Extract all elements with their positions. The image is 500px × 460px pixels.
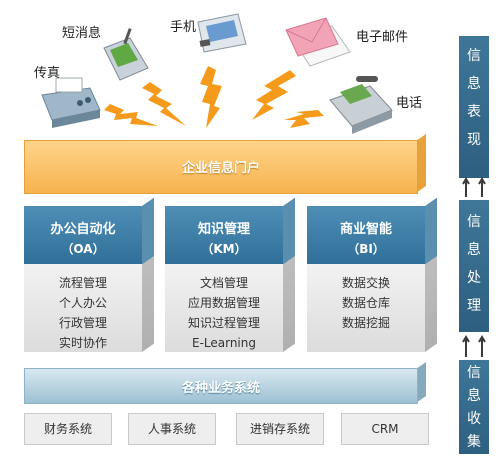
column-char: 信 — [467, 214, 481, 230]
module-abbr: （OA） — [61, 242, 105, 256]
module-item: 应用数据管理 — [187, 296, 260, 310]
pda-icon — [103, 28, 149, 81]
telephone-label: 电话 — [396, 96, 423, 111]
module-side — [142, 197, 154, 352]
module-bi: 商业智能 （BI） 数据交换 数据仓库 数据挖掘 — [307, 197, 437, 352]
arrow-up-icon — [462, 177, 486, 197]
module-header: 办公自动化 （OA） — [24, 206, 142, 264]
enterprise-portal-bar: 企业信息门户 — [24, 140, 418, 194]
module-item: 个人办公 — [58, 296, 107, 310]
portal-label: 企业信息门户 — [181, 161, 260, 176]
system-crm: CRM — [341, 413, 429, 445]
module-item: 文档管理 — [199, 276, 248, 290]
module-item: 数据挖掘 — [341, 316, 390, 330]
sms-label: 短消息 — [62, 26, 102, 41]
fax-label: 传真 — [34, 66, 61, 81]
system-finance: 财务系统 — [24, 413, 112, 445]
column-char: 表 — [467, 104, 481, 120]
module-km: 知识管理 （KM） 文档管理 应用数据管理 知识过程管理 E-Learning — [165, 197, 295, 353]
column-info-processing: 信 息 处 理 — [459, 200, 489, 332]
module-header: 知识管理 （KM） — [165, 206, 283, 264]
system-hr: 人事系统 — [128, 413, 216, 445]
column-info-collection: 信 息 收 集 — [459, 360, 489, 454]
module-header: 商业智能 （BI） — [307, 206, 425, 264]
module-abbr: （BI） — [347, 242, 385, 256]
lightning-bolts — [104, 66, 324, 128]
module-body — [165, 264, 283, 352]
module-item: E-Learning — [191, 336, 256, 350]
fax-machine-icon — [41, 77, 101, 128]
column-char: 处 — [467, 270, 481, 286]
module-items: 流程管理 个人办公 行政管理 实时协作 — [24, 273, 142, 353]
module-title: 商业智能 — [339, 222, 392, 237]
module-oa: 办公自动化 （OA） 流程管理 个人办公 行政管理 实时协作 — [24, 197, 154, 353]
module-item: 实时协作 — [58, 336, 107, 350]
business-systems-bar: 各种业务系统 — [24, 368, 418, 404]
column-char: 信 — [467, 48, 481, 64]
module-side — [283, 197, 295, 352]
devices-illustration — [41, 13, 393, 134]
module-items: 数据交换 数据仓库 数据挖掘 — [307, 273, 425, 333]
module-item: 知识过程管理 — [187, 316, 260, 330]
business-label: 各种业务系统 — [181, 381, 260, 396]
mobile-phone-icon — [197, 13, 247, 53]
column-char: 息 — [467, 76, 481, 92]
column-char: 息 — [467, 242, 481, 258]
telephone-icon — [329, 76, 393, 134]
email-label: 电子邮件 — [356, 30, 409, 45]
column-char: 收 — [467, 411, 481, 427]
column-char: 信 — [467, 365, 481, 381]
arrow-up-icon — [462, 335, 486, 357]
module-item: 数据交换 — [341, 276, 390, 290]
column-char: 理 — [467, 298, 481, 314]
module-item: 流程管理 — [58, 276, 107, 290]
module-item: 行政管理 — [58, 316, 107, 330]
column-info-presentation: 信 息 表 现 — [459, 36, 489, 178]
module-side — [425, 197, 437, 352]
module-title: 办公自动化 — [50, 222, 116, 237]
column-char: 现 — [467, 132, 481, 148]
column-char: 集 — [467, 434, 481, 450]
module-item: 数据仓库 — [341, 296, 390, 310]
system-inventory: 进销存系统 — [236, 413, 324, 445]
module-title: 知识管理 — [197, 222, 250, 237]
module-body — [307, 264, 425, 352]
email-icon — [285, 17, 351, 67]
mobile-phone-label: 手机 — [170, 20, 197, 35]
module-items: 文档管理 应用数据管理 知识过程管理 E-Learning — [165, 273, 283, 353]
module-body — [24, 264, 142, 352]
module-abbr: （KM） — [201, 242, 247, 256]
column-char: 息 — [467, 388, 481, 404]
